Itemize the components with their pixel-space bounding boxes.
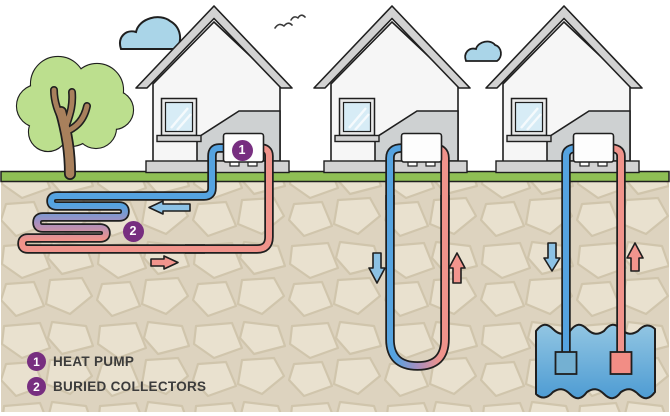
- flow-arrow-down-blue-3: [543, 242, 561, 272]
- heat-pump-unit-2: [400, 132, 443, 167]
- legend-item-buried-collectors: 2 BURIED COLLECTORS: [27, 377, 206, 396]
- flow-arrow-left-blue: [148, 200, 191, 215]
- tree: [15, 55, 135, 180]
- flow-arrow-down-blue-2: [368, 252, 386, 284]
- marker-badge-buried-collectors: 2: [122, 220, 144, 242]
- well-intake-blue: [554, 351, 578, 375]
- legend-label-heat-pump: HEAT PUMP: [53, 354, 135, 369]
- flow-arrow-up-red-3: [626, 242, 644, 272]
- groundwater-body: [535, 323, 656, 400]
- heat-pump-unit-3: [572, 132, 615, 167]
- legend: 1 HEAT PUMP 2 BURIED COLLECTORS: [27, 352, 206, 396]
- legend-label-buried-collectors: BURIED COLLECTORS: [53, 379, 207, 394]
- legend-badge-2: 2: [27, 377, 46, 396]
- cloud-icon-small: [464, 40, 502, 62]
- legend-item-heat-pump: 1 HEAT PUMP: [27, 352, 206, 371]
- legend-badge-1: 1: [27, 352, 46, 371]
- marker-badge-heat-pump: 1: [231, 139, 253, 161]
- well-outlet-red: [609, 351, 633, 375]
- flow-arrow-right-red: [150, 255, 179, 270]
- cloud-icon: [119, 16, 182, 50]
- birds-icon: [274, 14, 306, 29]
- flow-arrow-up-red-2: [448, 252, 466, 284]
